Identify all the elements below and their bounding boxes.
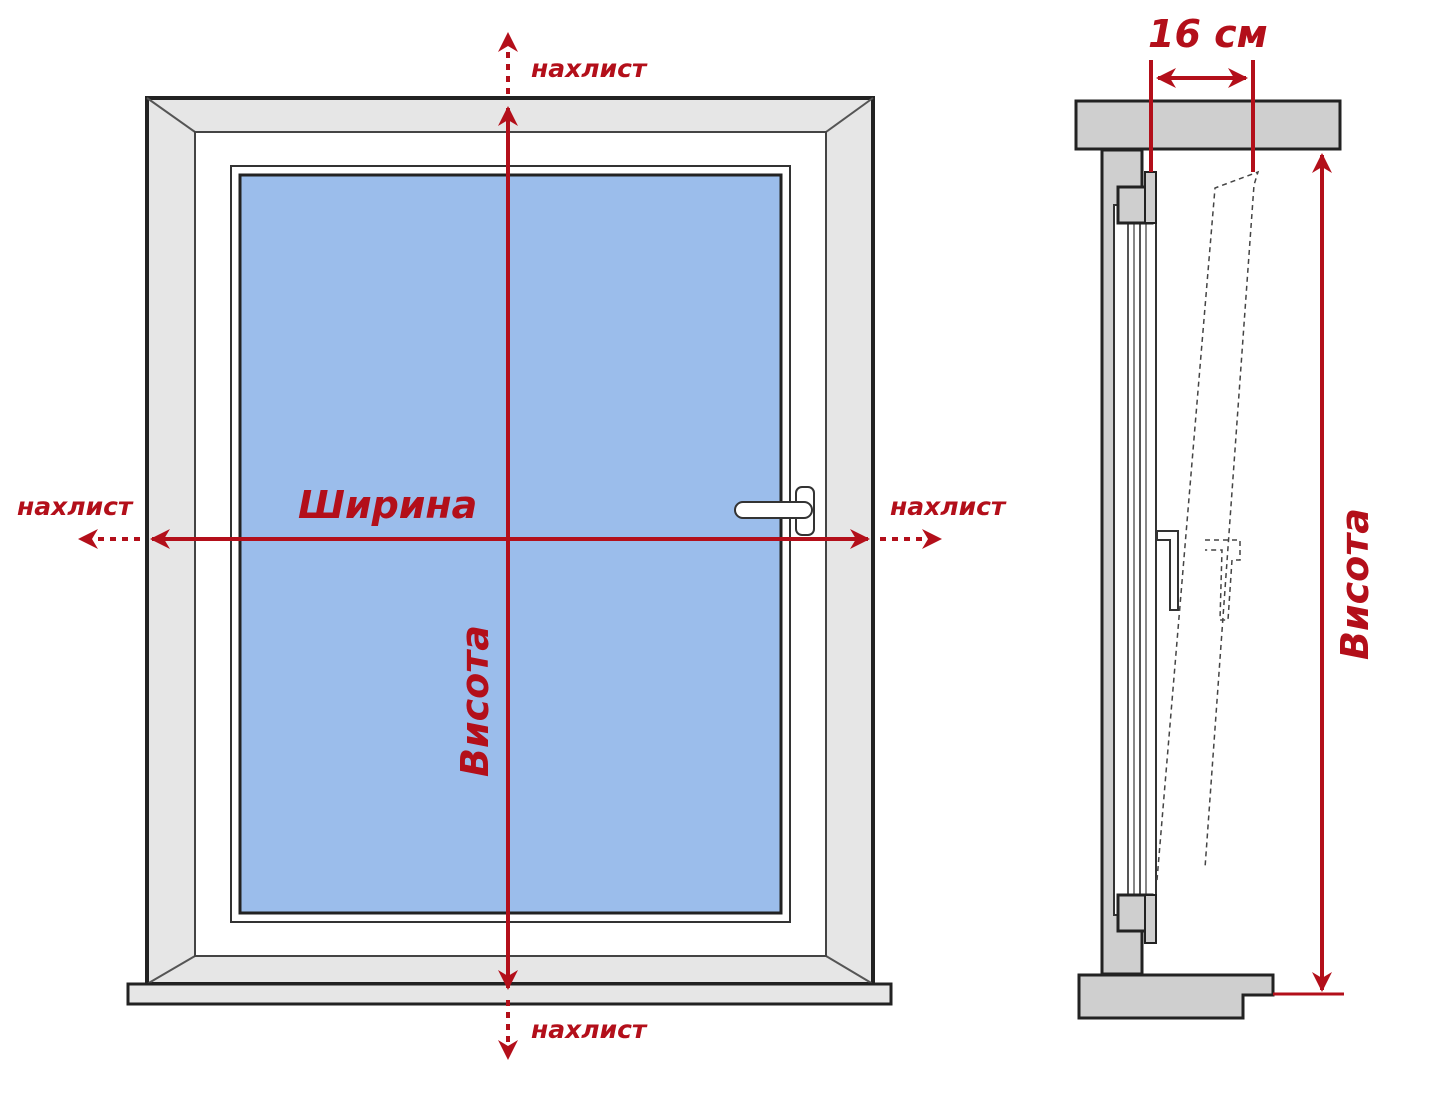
- height-front-label: Висота: [453, 625, 497, 777]
- window-handle-icon: [734, 486, 815, 536]
- overlap-right-label: нахлист: [890, 492, 1006, 521]
- side-section: [1074, 99, 1342, 1020]
- overlap-bottom-label: нахлист: [531, 1015, 647, 1044]
- tilted-sash-outline: [1156, 170, 1260, 881]
- width-label: Ширина: [298, 483, 478, 527]
- height-side-label: Висота: [1333, 508, 1377, 660]
- side-handle-icon: [1156, 530, 1179, 611]
- tilted-handle-outline: [1205, 539, 1241, 621]
- bottom-sill-section: [1077, 973, 1275, 1020]
- front-measurements: [78, 32, 942, 1060]
- overlap-top-label: нахлист: [531, 54, 647, 83]
- depth-label: 16 см: [1148, 12, 1268, 56]
- overlap-left-label: нахлист: [17, 492, 133, 521]
- side-measurements: [1149, 60, 1344, 996]
- top-lintel: [1074, 99, 1342, 151]
- glass-pane: [238, 173, 783, 915]
